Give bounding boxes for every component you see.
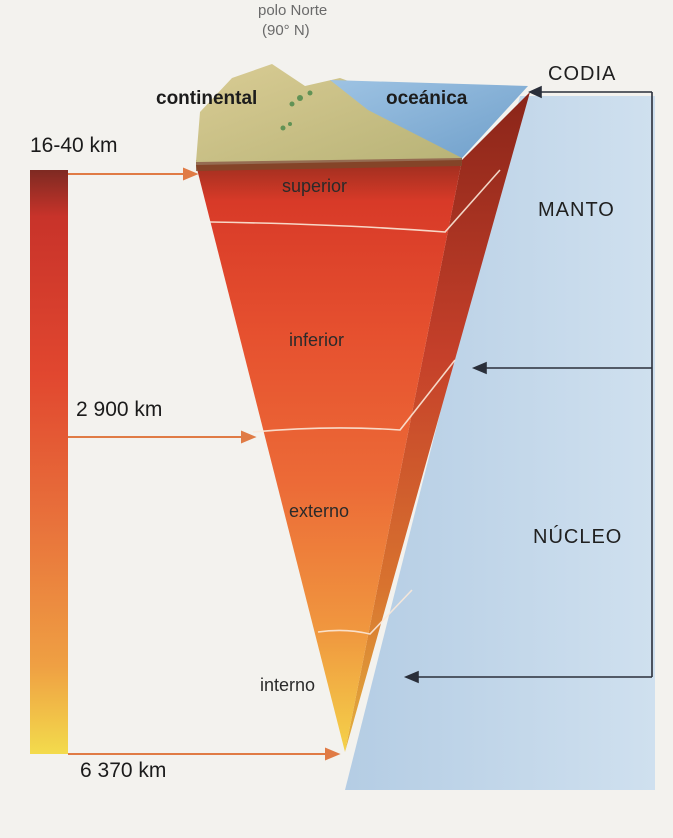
vegetation-marks: [280, 90, 313, 131]
cone-front-face: [196, 160, 462, 752]
region-crust-label: CODIA: [548, 63, 617, 85]
region-mantle-label: MANTO: [538, 199, 615, 221]
depth-center-label: 6 370 km: [80, 759, 167, 782]
region-arrows: [403, 85, 653, 684]
region-core-label: NÚCLEO: [533, 526, 623, 548]
layer-lower-mantle-label: inferior: [289, 330, 345, 350]
continental-crust-surface: [196, 64, 462, 162]
layer-boundaries: [209, 169, 501, 635]
pole-label: polo Norte: [258, 2, 328, 19]
depth-core-boundary-label: 2 900 km: [76, 398, 163, 421]
pole-latitude: (90° N): [262, 22, 310, 39]
layer-inner-core-label: interno: [260, 675, 316, 695]
blue-panel: [345, 96, 655, 790]
depth-arrows: [68, 167, 341, 761]
depth-color-bar: [30, 170, 68, 754]
layer-upper-mantle-label: superior: [282, 176, 348, 196]
cone-side-face: [345, 92, 530, 752]
layer-outer-core-label: externo: [289, 501, 350, 521]
oceanic-label: oceánica: [386, 88, 468, 109]
depth-crust-label: 16-40 km: [30, 134, 118, 157]
continental-label: continental: [156, 88, 258, 109]
oceanic-crust-surface: [330, 80, 528, 158]
